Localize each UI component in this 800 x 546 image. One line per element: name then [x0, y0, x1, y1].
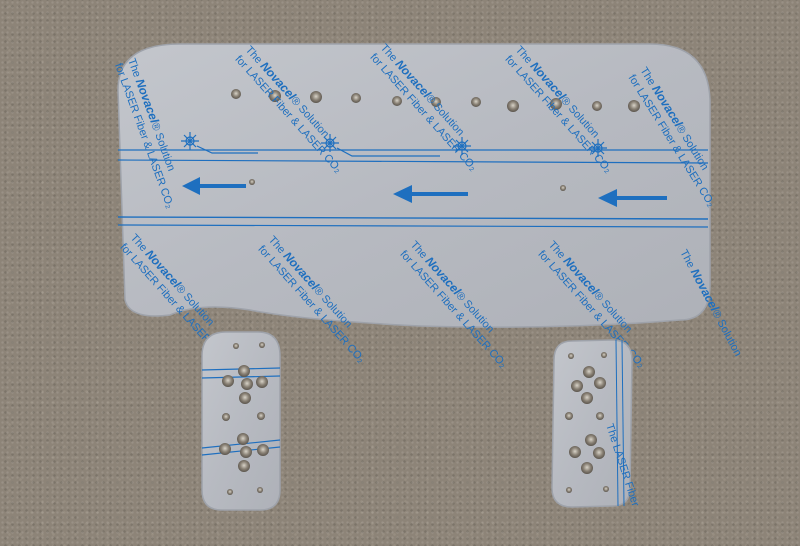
- small-part-right-sheet: [551, 339, 633, 508]
- drilled-hole: [269, 90, 281, 102]
- drilled-hole: [568, 353, 574, 359]
- drilled-hole: [592, 101, 602, 111]
- drilled-hole: [257, 487, 263, 493]
- laser-burst-icon: [181, 132, 258, 154]
- drilled-hole: [569, 446, 581, 458]
- drilled-hole: [628, 100, 640, 112]
- drilled-hole: [241, 378, 253, 390]
- large-panel: The Novacel® Solution for LASER Fiber & …: [112, 42, 744, 370]
- small-part-right: The LASER Fiber: [551, 339, 641, 508]
- drilled-hole: [238, 460, 250, 472]
- drilled-hole: [257, 412, 265, 420]
- drilled-hole: [560, 185, 566, 191]
- drilled-hole: [594, 377, 606, 389]
- left-arrow-icon: [393, 185, 468, 203]
- drilled-hole: [257, 444, 269, 456]
- drilled-hole: [240, 446, 252, 458]
- hole-row: [231, 89, 640, 191]
- drilled-hole: [249, 179, 255, 185]
- drilled-hole: [566, 487, 572, 493]
- drilled-hole: [351, 93, 361, 103]
- drilled-hole: [550, 98, 562, 110]
- large-panel-sheet: [117, 43, 711, 328]
- drilled-hole: [596, 412, 604, 420]
- drilled-hole: [565, 412, 573, 420]
- drilled-hole: [603, 486, 609, 492]
- drilled-hole: [239, 392, 251, 404]
- drilled-hole: [581, 462, 593, 474]
- film-rule-bottom-2: [117, 224, 709, 228]
- drilled-hole: [238, 365, 250, 377]
- drilled-hole: [583, 366, 595, 378]
- drilled-hole: [227, 489, 233, 495]
- drilled-hole: [585, 434, 597, 446]
- drilled-hole: [431, 97, 441, 107]
- drilled-hole: [219, 443, 231, 455]
- drilled-hole: [471, 97, 481, 107]
- drilled-hole: [601, 352, 607, 358]
- hole-cluster: [565, 352, 609, 493]
- laser-burst-icon: [589, 139, 607, 157]
- hole-cluster: [219, 342, 269, 495]
- left-arrow-icon: [182, 177, 246, 195]
- drilled-hole: [222, 413, 230, 421]
- drilled-hole: [581, 392, 593, 404]
- film-rule-bottom: [117, 216, 709, 220]
- drilled-hole: [233, 343, 239, 349]
- drilled-hole: [256, 376, 268, 388]
- drilled-hole: [237, 433, 249, 445]
- drilled-hole: [593, 447, 605, 459]
- drilled-hole: [310, 91, 322, 103]
- drilled-hole: [507, 100, 519, 112]
- laser-burst-icon: [321, 134, 440, 157]
- drilled-hole: [222, 375, 234, 387]
- drilled-hole: [571, 380, 583, 392]
- drilled-hole: [392, 96, 402, 106]
- drilled-hole: [259, 342, 265, 348]
- drilled-hole: [231, 89, 241, 99]
- laser-burst-icon: [453, 137, 471, 155]
- small-part-left-sheet: [201, 331, 281, 511]
- film-rule-top-2: [117, 159, 709, 164]
- small-part-left: [201, 331, 281, 511]
- left-arrow-icon: [598, 189, 667, 207]
